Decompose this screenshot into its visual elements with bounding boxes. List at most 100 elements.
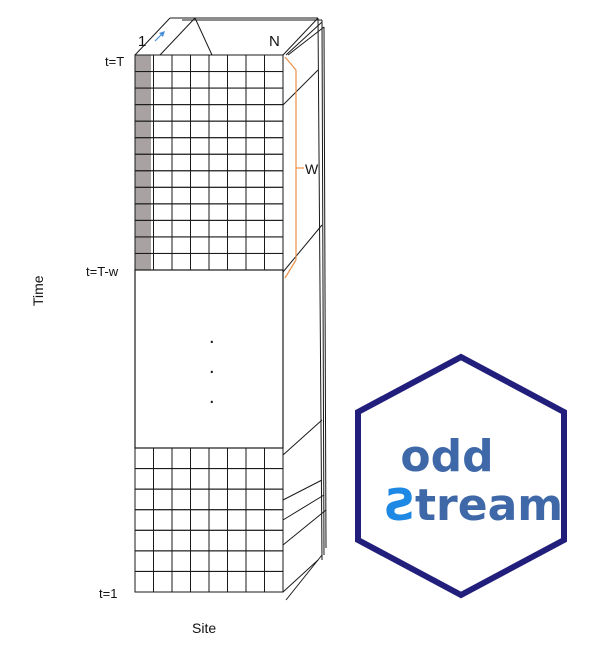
window-grid-cell: [245, 137, 265, 155]
window-grid-cell: [227, 203, 247, 221]
initial-grid-cell: [227, 488, 247, 511]
window-grid-cell: [264, 170, 284, 188]
ellipsis-dot-1: .: [209, 326, 215, 348]
initial-grid-cell: [171, 550, 191, 572]
initial-grid-cell: [264, 570, 284, 593]
ellipsis-dot-3: .: [209, 386, 215, 408]
window-grid-cell: [227, 54, 247, 73]
window-grid-cell: [227, 120, 247, 139]
initial-grid-cell: [134, 488, 154, 511]
initial-grid-cell: [190, 447, 210, 470]
window-grid-cell: [208, 120, 228, 139]
oddstream-logo: odd S tream: [355, 353, 567, 599]
window-grid-cell: [208, 252, 228, 271]
window-grid-cell: [190, 203, 210, 221]
initial-grid-cell: [227, 529, 247, 552]
window-grid-cell: [153, 104, 173, 122]
initial-grid-cell: [227, 468, 247, 490]
initial-grid-cell: [245, 509, 265, 531]
window-grid-cell: [190, 120, 210, 139]
window-start-label: t=T-w: [86, 264, 119, 279]
initial-grid-cell: [171, 509, 191, 531]
window-grid-cell: [245, 203, 265, 221]
window-grid-cell: [171, 219, 191, 238]
window-grid-cell: [153, 153, 173, 172]
window-grid-cell: [264, 87, 284, 106]
initial-grid-cell: [190, 570, 210, 593]
window-grid-cell: [245, 236, 265, 254]
window-grid-cell: [264, 71, 284, 89]
window-grid-cell: [245, 104, 265, 122]
window-grid-cell: [264, 120, 284, 139]
initial-grid-cell: [264, 509, 284, 531]
window-grid-cell: [208, 104, 228, 122]
window-grid-cell: [190, 186, 210, 205]
window-grid-cell: [190, 153, 210, 172]
initial-grid-cell: [171, 570, 191, 593]
window-grid-cell: [264, 186, 284, 205]
window-grid-cell: [190, 87, 210, 106]
initial-grid-cell: [134, 509, 154, 531]
time-bottom-label: t=1: [99, 586, 117, 601]
initial-grid-cell: [153, 509, 173, 531]
window-grid-cell: [171, 87, 191, 106]
initial-grid-cell: [190, 529, 210, 552]
window-grid-cell: [245, 87, 265, 106]
window-grid-cell: [153, 87, 173, 106]
window-grid-cell: [208, 170, 228, 188]
window-grid-cell: [264, 203, 284, 221]
window-grid-cell: [153, 170, 173, 188]
initial-grid-cell: [208, 570, 228, 593]
initial-grid-cell: [134, 550, 154, 572]
logo-mirrored-s: S: [383, 480, 415, 531]
window-grid-cell: [190, 170, 210, 188]
window-grid-cell: [245, 186, 265, 205]
initial-grid-cell: [153, 529, 173, 552]
initial-grid-cell: [227, 447, 247, 470]
window-grid-cell: [171, 54, 191, 73]
initial-grid-cell: [264, 529, 284, 552]
window-grid-cell: [153, 54, 173, 73]
window-grid-cell: [171, 104, 191, 122]
window-grid-cell: [227, 219, 247, 238]
window-grid-cell: [208, 236, 228, 254]
window-grid-cell: [264, 219, 284, 238]
site-first-label: 1: [138, 33, 146, 50]
initial-grid-cell: [190, 509, 210, 531]
window-grid-cell: [190, 71, 210, 89]
window-grid-cell: [245, 120, 265, 139]
initial-grid-cell: [208, 509, 228, 531]
window-grid-cell: [171, 203, 191, 221]
initial-grid-cell: [227, 570, 247, 593]
initial-grid-cell: [227, 550, 247, 572]
initial-grid-cell: [134, 570, 154, 593]
window-grid-cell: [227, 186, 247, 205]
logo-hexagon: [355, 353, 567, 599]
window-grid-cell: [264, 236, 284, 254]
window-grid-cell: [153, 203, 173, 221]
initial-grid-cell: [245, 550, 265, 572]
window-grid-cell: [208, 153, 228, 172]
window-grid-cell: [208, 54, 228, 73]
window-grid-cell: [264, 252, 284, 271]
initial-grid-cell: [264, 488, 284, 511]
window-grid-cell: [190, 252, 210, 271]
window-grid-cell: [245, 153, 265, 172]
window-grid-cell: [227, 104, 247, 122]
window-grid-cell: [171, 137, 191, 155]
window-grid-cell: [171, 120, 191, 139]
window-grid-cell: [208, 203, 228, 221]
initial-grid-cell: [153, 570, 173, 593]
initial-grid-cell: [190, 550, 210, 572]
initial-grid-cell: [245, 447, 265, 470]
window-grid-cell: [153, 236, 173, 254]
window-grid-cell: [171, 71, 191, 89]
window-grid-cell: [208, 71, 228, 89]
initial-grid: [134, 447, 284, 593]
window-grid-cell: [208, 137, 228, 155]
block-depth-planes: [134, 17, 327, 601]
initial-grid-cell: [134, 447, 154, 470]
window-grid-cell: [190, 54, 210, 73]
logo-line-tream: tream: [415, 480, 563, 531]
